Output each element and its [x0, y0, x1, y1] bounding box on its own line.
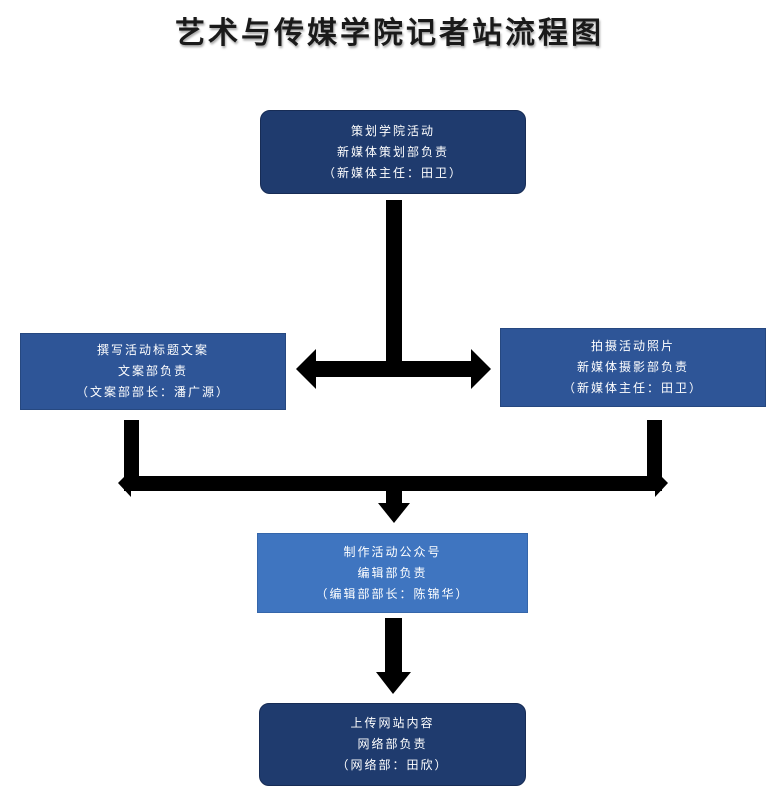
connector-merge-down [386, 489, 402, 505]
node-take-photos: 拍摄活动照片 新媒体摄影部负责 （新媒体主任：田卫） [500, 328, 766, 407]
connector-merge-bar [124, 476, 662, 491]
node-plan-line2: 新媒体策划部负责 [336, 144, 449, 159]
node-write-line2: 文案部负责 [117, 364, 188, 378]
node-plan-activity: 策划学院活动 新媒体策划部负责 （新媒体主任：田卫） [260, 110, 526, 194]
arrowhead-merge-right [655, 470, 668, 497]
connector-produce-down [385, 618, 402, 674]
arrowhead-merge-left [118, 470, 131, 497]
connector-plan-down [386, 200, 402, 368]
node-upload-website: 上传网站内容 网络部负责 （网络部：田欣） [259, 703, 526, 786]
arrowhead-to-upload [376, 672, 411, 694]
connector-write-down [124, 420, 139, 486]
node-write-line1: 撰写活动标题文案 [96, 343, 209, 357]
arrowhead-to-produce [378, 503, 410, 523]
node-upload-line3: （网络部：田欣） [336, 758, 449, 772]
node-photo-line1: 拍摄活动照片 [590, 339, 675, 353]
diagram-title: 艺术与传媒学院记者站流程图 [175, 16, 604, 51]
connector-split-bar [312, 361, 474, 377]
node-upload-line2: 网络部负责 [357, 737, 428, 751]
node-write-copy: 撰写活动标题文案 文案部负责 （文案部部长：潘广源） [20, 333, 286, 410]
node-produce-line2: 编辑部负责 [357, 565, 428, 580]
node-produce-line1: 制作活动公众号 [343, 544, 442, 559]
node-photo-line3: （新媒体主任：田卫） [562, 381, 703, 395]
node-produce-wechat: 制作活动公众号 编辑部负责 （编辑部部长：陈锦华） [257, 533, 528, 613]
node-write-line3: （文案部部长：潘广源） [75, 385, 230, 399]
node-plan-line3: （新媒体主任：田卫） [322, 165, 463, 180]
node-plan-line1: 策划学院活动 [350, 123, 435, 138]
node-upload-line1: 上传网站内容 [350, 716, 435, 730]
node-produce-line3: （编辑部部长：陈锦华） [315, 586, 470, 601]
connector-photo-down [647, 420, 662, 486]
arrowhead-left [296, 349, 316, 389]
node-photo-line2: 新媒体摄影部负责 [576, 360, 689, 374]
arrowhead-right [471, 349, 491, 389]
